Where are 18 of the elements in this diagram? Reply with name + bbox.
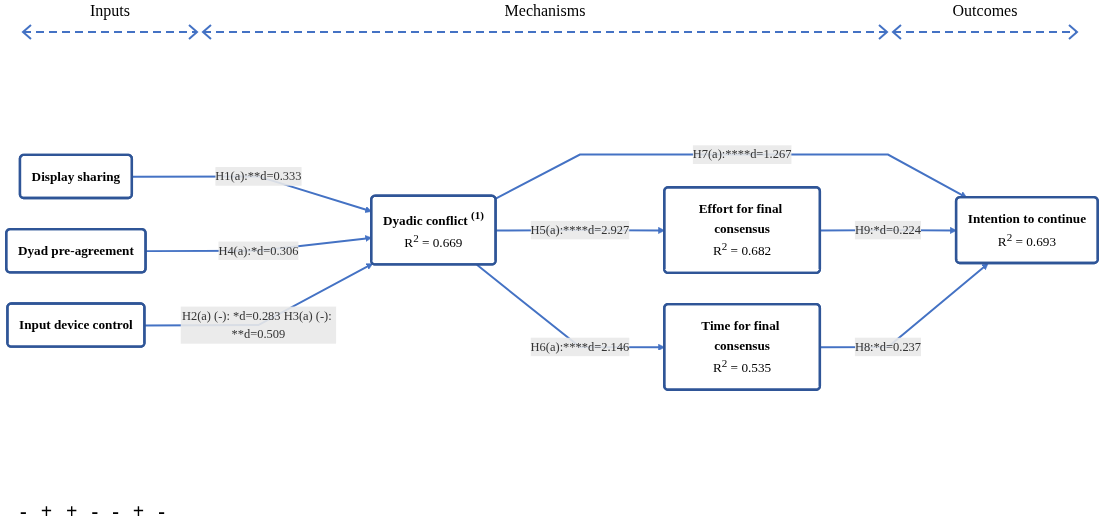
sign-label: - — [112, 500, 119, 523]
edge-label: H1(a):**d=0.333 — [215, 169, 302, 184]
phase-label: Inputs — [90, 2, 130, 20]
edge-label: H4(a):*d=0.306 — [218, 244, 299, 258]
sign-label: + — [132, 500, 145, 523]
sign-label: - — [91, 500, 99, 523]
edge-label: H7(a):****d=1.267 — [692, 148, 792, 162]
sign-label: - — [158, 500, 165, 523]
sign-label: - — [20, 500, 27, 523]
sign-label: + — [40, 500, 53, 523]
sign-label: + — [66, 500, 78, 523]
edge-label: H8:*d=0.237 — [854, 340, 922, 354]
edge-label: H6(a):****d=2.146 — [530, 340, 630, 354]
phase-label: Mechanisms — [504, 2, 586, 20]
edge-label: H9:*d=0.224 — [854, 223, 922, 237]
edge-label: H5(a):****d=2.927 — [530, 223, 630, 237]
phase-label: Outcomes — [952, 2, 1018, 20]
edge-label: H2(a) (-): *d=0.283 H3(a) (-): **d=0.509 — [181, 309, 332, 342]
